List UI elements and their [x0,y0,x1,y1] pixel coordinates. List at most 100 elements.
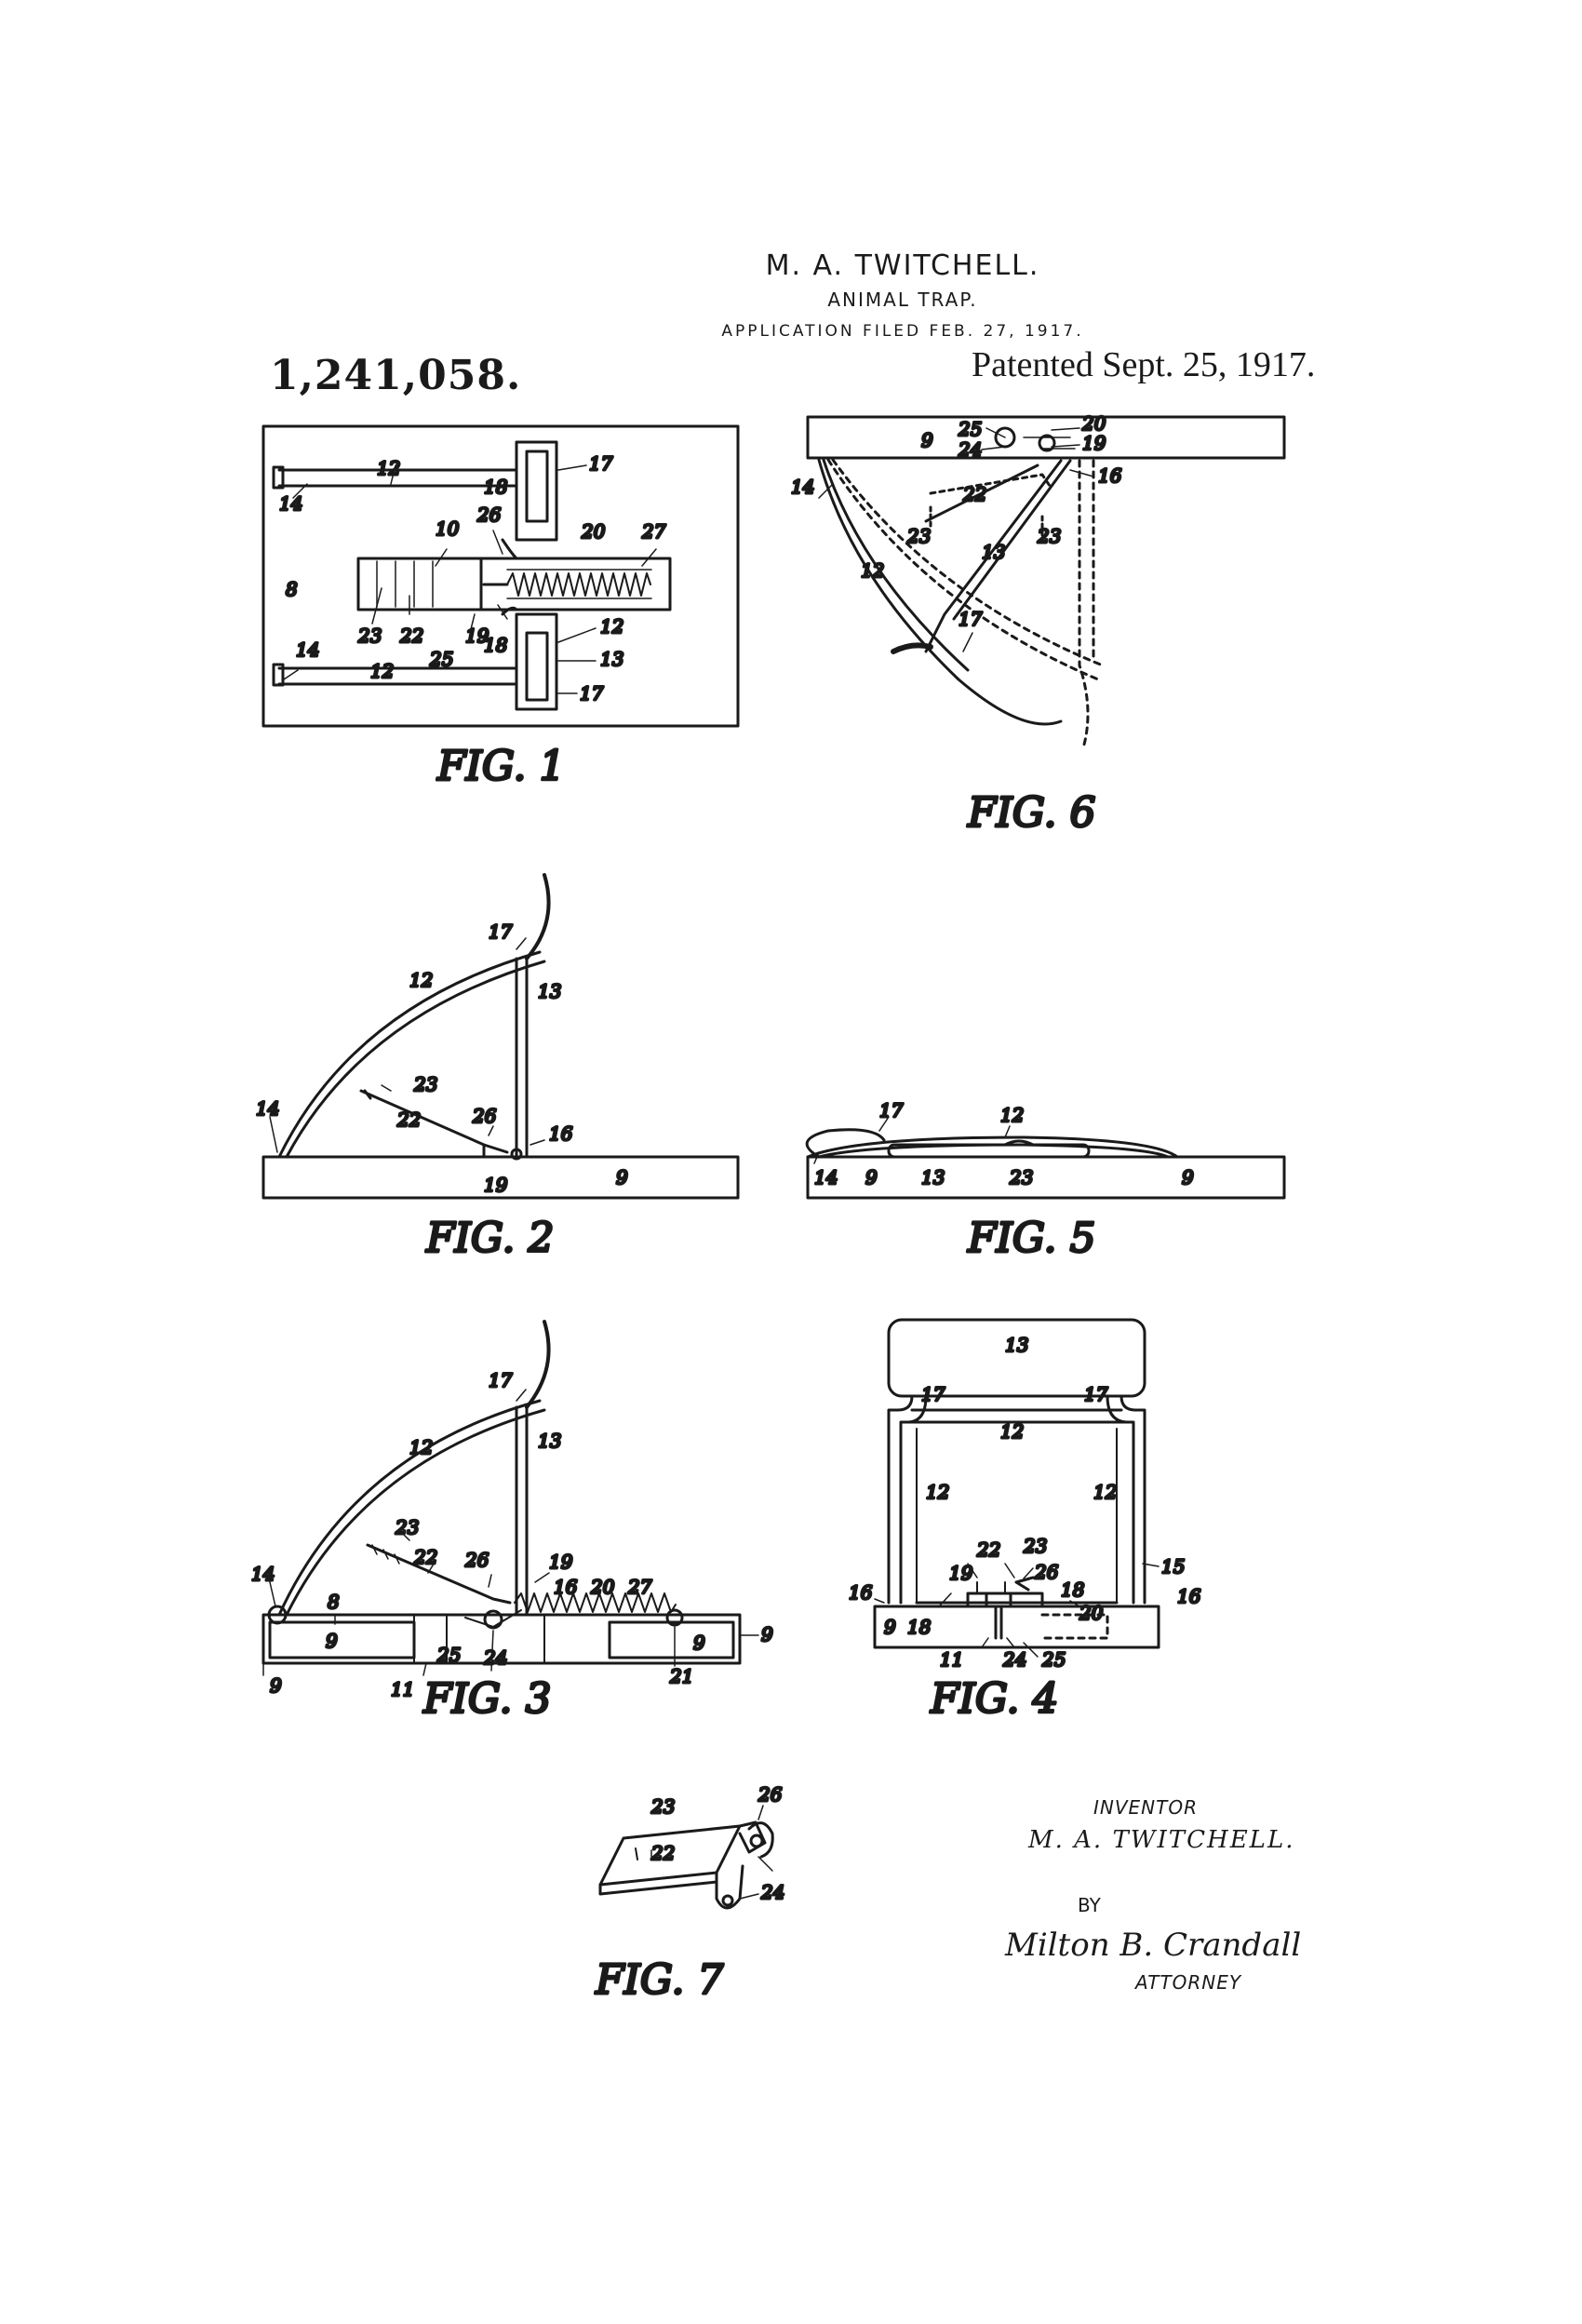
fig4-label-12a: 12 [1000,1420,1024,1443]
fig4-label-23: 23 [1023,1535,1047,1557]
fig2-label-17: 17 [489,920,513,943]
fig6-label-14: 14 [791,476,814,498]
fig4-label-18a: 18 [1061,1578,1084,1601]
fig1-caption: FIG. 1 [436,743,565,790]
fig4-label-19: 19 [949,1562,973,1584]
figure-7-drawing [598,1805,774,1910]
fig5-label-9a: 9 [865,1166,878,1189]
invention-title: ANIMAL TRAP. [827,289,978,311]
fig2-label-12: 12 [409,969,433,991]
fig3-label-22: 22 [413,1546,437,1568]
fig3-label-8: 8 [328,1591,340,1613]
fig7-label-22: 22 [650,1842,675,1864]
fig1-label-17a: 17 [589,452,613,475]
figure-2-drawing [261,873,740,1200]
inventor-signature-name: M. A. TWITCHELL. [1028,1826,1295,1854]
fig3-label-20: 20 [590,1576,615,1598]
fig4-label-24: 24 [1002,1648,1026,1671]
fig2-label-13: 13 [538,980,561,1002]
fig2-caption: FIG. 2 [425,1215,554,1262]
inventor-label: INVENTOR [1093,1796,1198,1819]
fig1-label-10: 10 [436,517,460,540]
fig6-label-17: 17 [959,608,983,630]
fig6-label-9: 9 [921,429,933,451]
fig6-label-20: 20 [1081,412,1106,435]
fig4-label-12c: 12 [1093,1481,1117,1503]
fig1-label-22: 22 [399,625,423,647]
fig1-label-19: 19 [465,625,489,647]
fig3-label-23: 23 [395,1516,419,1538]
fig3-label-17: 17 [489,1369,513,1391]
fig1-label-17b: 17 [580,682,604,705]
attorney-label: ATTORNEY [1135,1971,1242,1994]
fig6-label-13: 13 [982,541,1005,563]
figure-5-drawing [805,1116,1286,1200]
fig1-label-18b: 18 [484,634,507,656]
figure-6-drawing [806,415,1286,746]
fig1-label-23: 23 [357,625,382,647]
fig6-label-19: 19 [1082,432,1106,454]
fig6-label-23b: 23 [1037,525,1061,547]
fig4-label-20: 20 [1079,1602,1104,1624]
fig3-label-11: 11 [391,1678,414,1700]
fig4-label-26: 26 [1034,1561,1059,1583]
fig3-label-16: 16 [554,1576,578,1598]
attorney-signature: Milton B. Crandall [1005,1927,1302,1964]
fig1-label-8: 8 [286,578,298,600]
fig3-label-24: 24 [483,1646,507,1669]
fig5-label-17: 17 [879,1099,904,1122]
figure-3-drawing [261,1320,759,1676]
fig4-label-22: 22 [976,1538,1000,1561]
fig3-label-26: 26 [464,1549,489,1571]
fig4-label-17a: 17 [921,1383,945,1405]
fig5-label-13: 13 [921,1166,945,1189]
fig2-label-16: 16 [549,1122,573,1145]
fig4-label-12b: 12 [926,1481,949,1503]
patented-date: Patented Sept. 25, 1917. [972,345,1316,384]
fig1-label-14a: 14 [279,492,302,515]
fig1-label-20: 20 [581,520,606,543]
fig4-label-18b: 18 [907,1616,931,1638]
fig6-label-23a: 23 [906,525,931,547]
fig4-label-11: 11 [940,1648,963,1671]
fig3-label-12: 12 [409,1436,433,1458]
fig1-label-12b: 12 [600,615,623,638]
fig1-label-14b: 14 [296,638,319,661]
fig2-label-19: 19 [484,1174,508,1196]
fig5-label-23: 23 [1009,1166,1033,1189]
fig1-label-13: 13 [600,648,623,670]
fig5-label-14: 14 [814,1166,838,1189]
fig4-caption: FIG. 4 [930,1675,1058,1723]
fig1-label-27: 27 [641,520,666,543]
figure-1-drawing [261,424,740,728]
fig1-label-12a: 12 [377,457,400,479]
application-filed: APPLICATION FILED FEB. 27, 1917. [721,322,1084,341]
fig1-label-26: 26 [476,504,502,526]
fig3-label-9a: 9 [326,1630,338,1652]
fig3-label-9d: 9 [270,1674,282,1697]
fig2-label-26: 26 [472,1105,497,1127]
fig2-label-23: 23 [413,1073,437,1095]
fig4-label-16a: 16 [849,1581,873,1604]
patent-number: 1,241,058. [270,352,522,399]
fig5-label-9b: 9 [1182,1166,1194,1189]
fig4-label-17b: 17 [1084,1383,1108,1405]
fig3-label-27: 27 [627,1576,652,1598]
fig1-label-18a: 18 [484,476,507,498]
fig3-label-21: 21 [669,1665,693,1687]
fig3-label-19: 19 [549,1551,573,1573]
fig2-label-22: 22 [396,1108,421,1131]
fig4-label-9: 9 [884,1616,896,1638]
fig3-label-14: 14 [251,1563,275,1585]
by-label: BY [1078,1894,1101,1916]
fig6-label-24: 24 [958,438,982,461]
figure-4-drawing [873,1318,1160,1658]
fig6-label-16: 16 [1098,464,1122,487]
fig5-caption: FIG. 5 [967,1215,1095,1262]
fig5-label-12: 12 [1000,1104,1024,1126]
fig6-label-22: 22 [962,483,986,505]
inventor-name: M. A. TWITCHELL. [765,249,1040,282]
fig3-label-13: 13 [538,1430,561,1452]
fig7-label-26: 26 [757,1783,783,1806]
